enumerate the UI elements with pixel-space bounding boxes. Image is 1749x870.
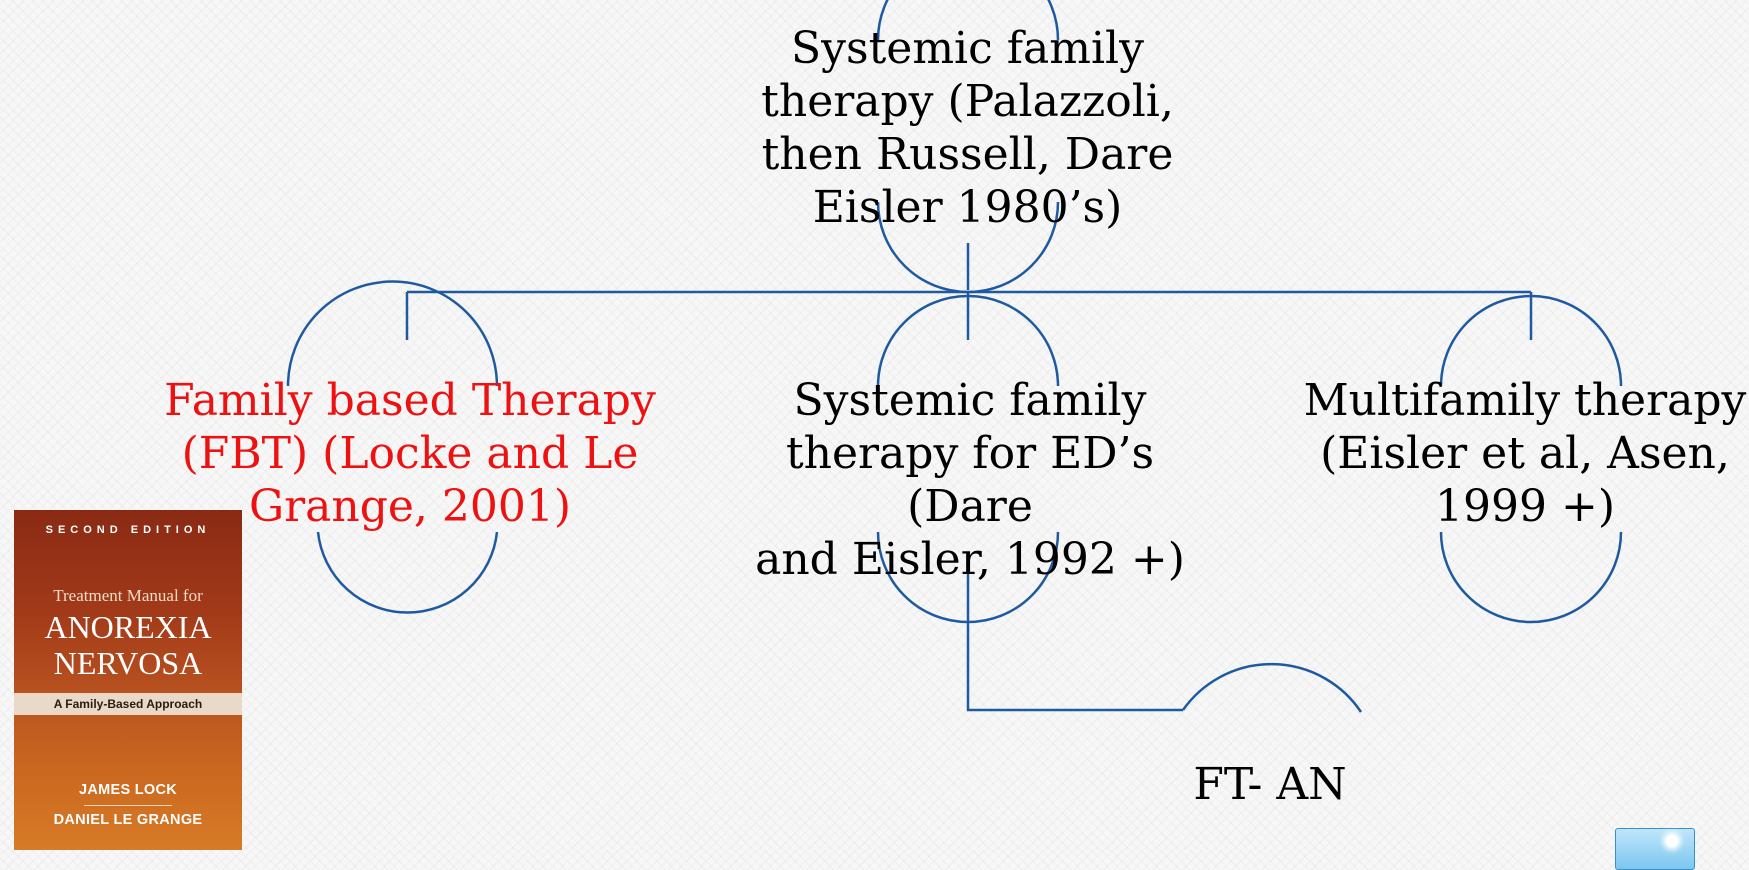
ftan-arc-top xyxy=(1181,662,1363,713)
root-line-4: Eisler 1980’s) xyxy=(812,182,1123,233)
fbt-arc-top xyxy=(286,280,499,387)
systemic-ed-line-2: therapy for ED’s (Dare xyxy=(785,428,1155,532)
book-author-1: JAMES LOCK xyxy=(78,782,178,798)
fbt-line-1: Family based Therapy xyxy=(164,375,656,426)
book-edition: SECOND EDITION xyxy=(45,524,211,536)
fbt-node-label: Family based Therapy (FBT) (Locke and Le… xyxy=(160,374,660,533)
book-title-line-2: NERVOSA xyxy=(53,645,203,681)
multifamily-line-3: 1999 +) xyxy=(1435,481,1615,532)
root-line-2: therapy (Palazzoli, xyxy=(761,76,1174,127)
systemic-ed-node-label: Systemic family therapy for ED’s (Dare a… xyxy=(720,374,1220,586)
sun-icon xyxy=(1666,835,1678,847)
systemic-ed-arc-top xyxy=(876,294,1060,387)
connector-diagram xyxy=(286,0,1623,713)
book-title-line-1: ANOREXIA xyxy=(44,609,212,645)
systemic-ed-line-1: Systemic family xyxy=(793,375,1147,426)
fbt-arc-bottom xyxy=(316,531,499,614)
book-subtitle: A Family-Based Approach xyxy=(14,693,242,715)
book-author-divider xyxy=(84,805,172,806)
fbt-line-3: Grange, 2001) xyxy=(248,481,572,532)
root-line-1: Systemic family xyxy=(791,23,1144,74)
ftan-connector xyxy=(966,572,1183,712)
root-line-3: then Russell, Dare xyxy=(761,129,1174,180)
ftan-node-label: FT- AN xyxy=(1193,759,1347,810)
multifamily-node-label: Multifamily therapy (Eisler et al, Asen,… xyxy=(1300,374,1749,533)
slide-thumbnail-icon xyxy=(1615,828,1695,870)
root-node-label: Systemic family therapy (Palazzoli, then… xyxy=(740,22,1195,234)
book-author-2: DANIEL LE GRANGE xyxy=(53,812,203,828)
book-cover-image: SECOND EDITION Treatment Manual for ANOR… xyxy=(14,510,242,850)
book-title-small: Treatment Manual for xyxy=(53,586,203,605)
fbt-line-2: (FBT) (Locke and Le xyxy=(181,428,639,479)
multifamily-line-2: (Eisler et al, Asen, xyxy=(1320,428,1730,479)
multifamily-line-1: Multifamily therapy xyxy=(1303,375,1747,426)
systemic-ed-line-3: and Eisler, 1992 +) xyxy=(755,534,1185,585)
multifamily-arc-bottom xyxy=(1439,531,1623,624)
multifamily-arc-top xyxy=(1439,294,1623,387)
